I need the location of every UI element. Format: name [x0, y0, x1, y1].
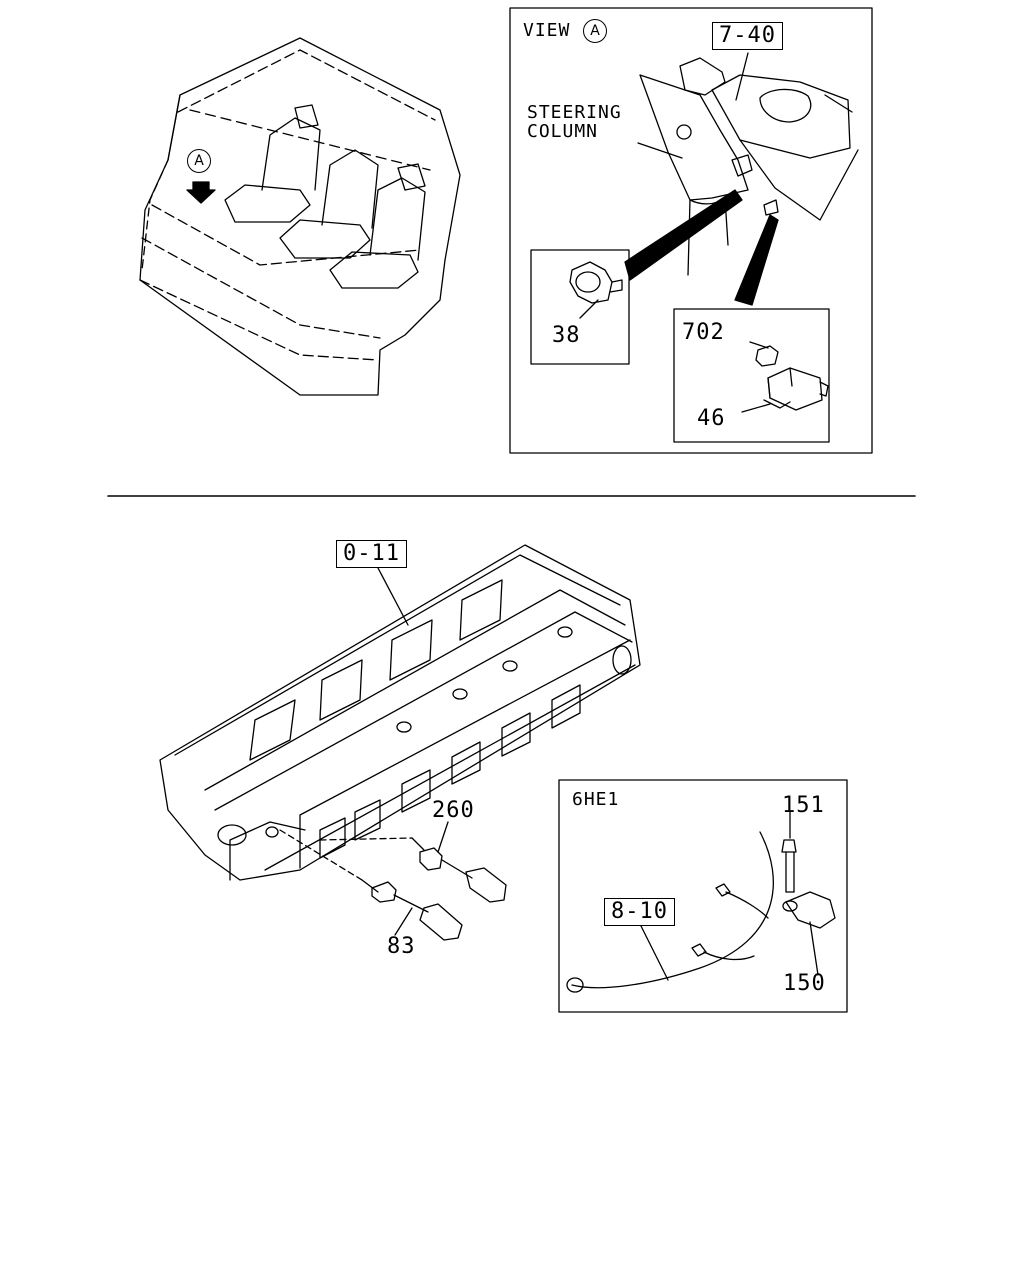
ref-0-11: 0-11 [336, 540, 407, 568]
cab-illustration [139, 37, 461, 396]
part-150: 150 [783, 971, 826, 996]
sensor-83 [361, 879, 463, 941]
ref-8-10: 8-10 [604, 898, 675, 926]
cab-view-a-marker: A [187, 149, 211, 173]
part-151: 151 [782, 793, 825, 818]
engine-variant-label: 6HE1 [572, 789, 620, 810]
part-46: 46 [697, 406, 726, 431]
ref-7-40: 7-40 [712, 22, 783, 50]
steering-label-line2: COLUMN [527, 121, 599, 142]
part-38: 38 [552, 323, 581, 348]
part-702: 702 [682, 320, 725, 345]
steering-label-line1: STEERING [527, 102, 622, 123]
view-a-panel [509, 7, 873, 454]
part-83: 83 [387, 934, 416, 959]
harness-inset [558, 779, 848, 1013]
sensor-260 [411, 821, 507, 903]
cylinder-head [159, 544, 641, 881]
view-a-marker: A [583, 19, 607, 43]
view-label: VIEW [523, 20, 571, 41]
part-260: 260 [432, 798, 475, 823]
